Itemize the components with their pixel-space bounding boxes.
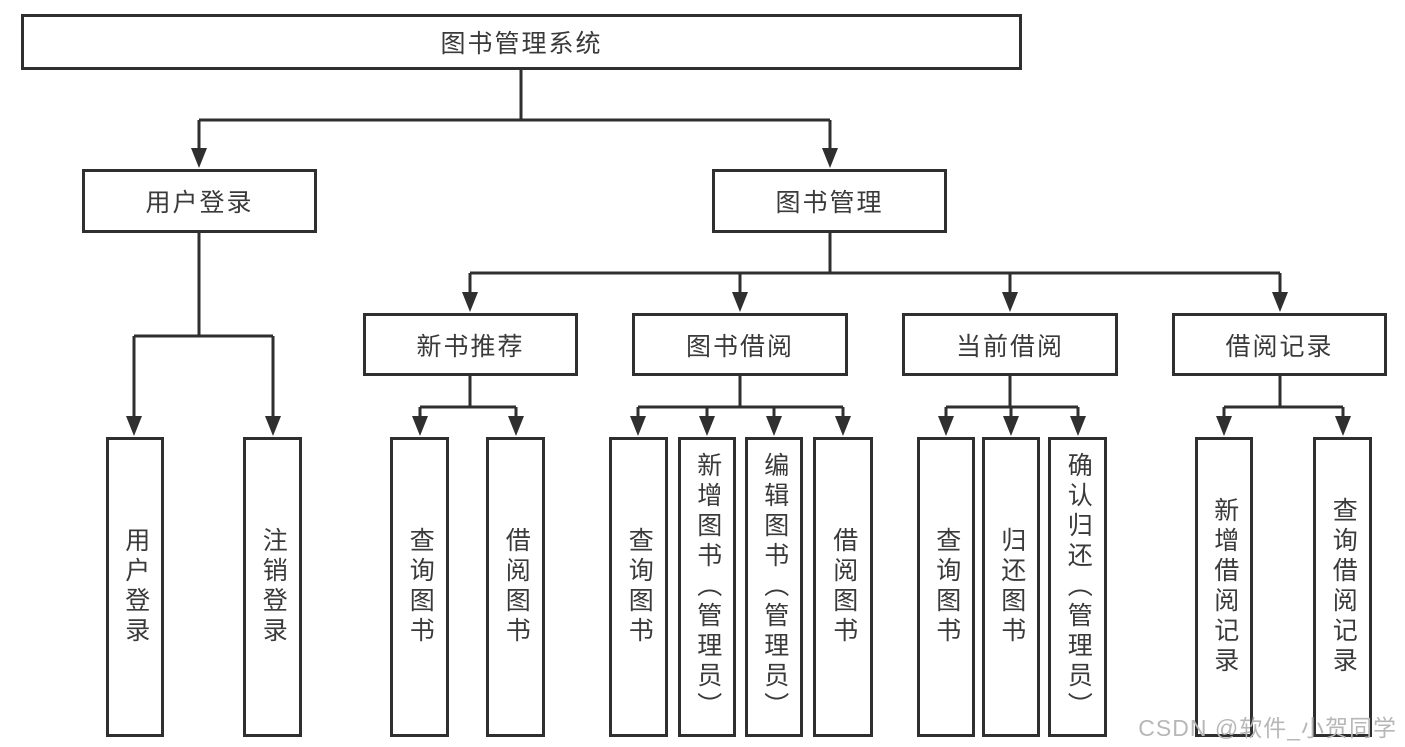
leaf-add-book-admin-label: 新增图书（管理员） <box>693 452 722 722</box>
leaf-return-book: 归还图书 <box>982 437 1040 737</box>
leaf-confirm-return-admin: 确认归还（管理员） <box>1048 437 1107 737</box>
leaf-logout-label: 注销登录 <box>259 527 288 647</box>
node-new-book-recommend: 新书推荐 <box>363 313 578 376</box>
node-book-borrow-label: 图书借阅 <box>685 332 794 361</box>
leaf-add-borrow-record: 新增借阅记录 <box>1195 437 1253 737</box>
leaf-borrow-books-borrow: 借阅图书 <box>813 437 873 737</box>
leaf-confirm-return-admin-label: 确认归还（管理员） <box>1064 452 1093 722</box>
leaf-query-books-borrow: 查询图书 <box>609 437 668 737</box>
leaf-return-book-label: 归还图书 <box>997 527 1026 647</box>
leaf-borrow-books-recommend: 借阅图书 <box>486 437 545 737</box>
leaf-query-books-recommend: 查询图书 <box>390 437 449 737</box>
node-new-book-recommend-label: 新书推荐 <box>416 332 525 361</box>
node-library-system: 图书管理系统 <box>21 14 1022 70</box>
node-current-borrow: 当前借阅 <box>902 313 1118 376</box>
node-borrow-records: 借阅记录 <box>1172 313 1387 376</box>
leaf-add-borrow-record-label: 新增借阅记录 <box>1210 497 1239 677</box>
leaf-query-books-current-label: 查询图书 <box>932 527 961 647</box>
leaf-user-login: 用户登录 <box>106 437 164 737</box>
csdn-watermark: CSDN @软件_小贺同学 <box>1138 715 1397 741</box>
leaf-query-borrow-record: 查询借阅记录 <box>1313 437 1372 737</box>
leaf-add-book-admin: 新增图书（管理员） <box>678 437 736 737</box>
node-book-management-label: 图书管理 <box>775 189 884 217</box>
leaf-query-borrow-record-label: 查询借阅记录 <box>1329 497 1358 677</box>
leaf-borrow-books-borrow-label: 借阅图书 <box>829 527 858 647</box>
node-current-borrow-label: 当前借阅 <box>955 332 1064 361</box>
leaf-query-books-current: 查询图书 <box>917 437 975 737</box>
node-library-system-label: 图书管理系统 <box>440 30 603 58</box>
leaf-edit-book-admin-label: 编辑图书（管理员） <box>760 452 789 722</box>
leaf-user-login-label: 用户登录 <box>121 527 150 647</box>
leaf-query-books-recommend-label: 查询图书 <box>406 527 435 647</box>
node-borrow-records-label: 借阅记录 <box>1225 332 1334 361</box>
node-book-management: 图书管理 <box>712 169 947 233</box>
node-user-login: 用户登录 <box>82 169 317 233</box>
leaf-edit-book-admin: 编辑图书（管理员） <box>745 437 803 737</box>
node-user-login-label: 用户登录 <box>145 189 254 217</box>
leaf-query-books-borrow-label: 查询图书 <box>625 527 654 647</box>
leaf-logout: 注销登录 <box>243 437 302 737</box>
leaf-borrow-books-recommend-label: 借阅图书 <box>502 527 531 647</box>
node-book-borrow: 图书借阅 <box>632 313 848 376</box>
